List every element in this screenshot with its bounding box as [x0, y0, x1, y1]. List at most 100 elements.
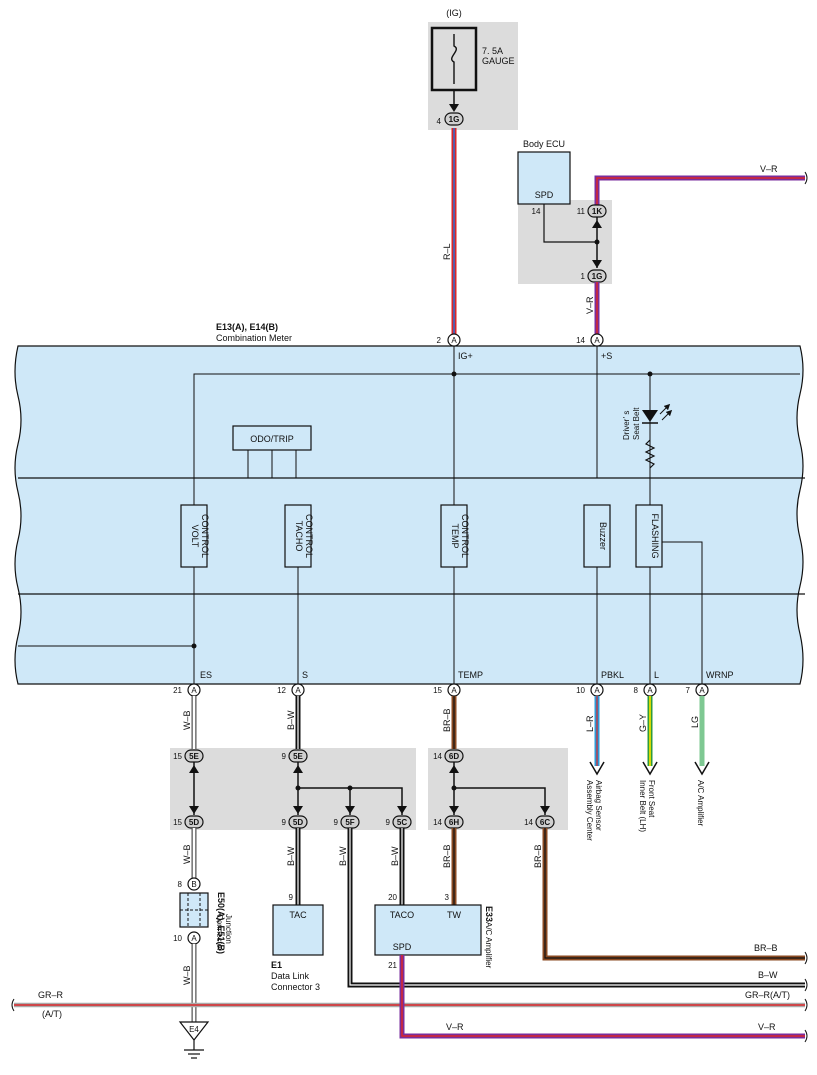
jc-ref: E50(A), E51(B)	[216, 892, 226, 954]
pin-conn: A	[594, 686, 600, 695]
connector-1k-label: 1K	[592, 207, 602, 216]
dest-airbag-2: Assembly Center	[585, 780, 594, 841]
wire-label-br-b-tw: BR–B	[442, 844, 452, 868]
ac-name: A/C Amplifier	[484, 922, 493, 969]
ac-tw: TW	[447, 910, 461, 920]
jc-connector-top	[187, 877, 201, 891]
splice-es	[191, 643, 197, 649]
break-icon	[11, 998, 15, 1012]
meter-terminal-s: +S	[601, 351, 612, 361]
tacho-control-label-2: CONTROL	[304, 514, 314, 558]
conn-5d-a: 5D	[189, 818, 199, 827]
ac-pin-taco: 20	[388, 893, 397, 902]
wire-label-b-w-5f: B–W	[338, 846, 348, 866]
dest-seat-2: Inner Belt (LH)	[638, 780, 647, 832]
break-icon	[804, 171, 808, 185]
meter-ref: E13(A), E14(B)	[216, 322, 278, 332]
connector-arrow-icon	[449, 806, 459, 814]
destination-arrow-icon	[694, 761, 710, 776]
dlc-name-2: Connector 3	[271, 982, 320, 992]
wire-label-br-b-right: BR–B	[754, 943, 778, 953]
tacho-control-label-1: TACHO	[294, 521, 304, 552]
led-icon	[642, 410, 658, 422]
fuse-pin: 4	[437, 117, 442, 126]
conn-6h: 6H	[449, 818, 459, 827]
pin-wrnp: 7	[686, 686, 691, 695]
buzzer-block	[583, 504, 611, 568]
break-icon	[804, 951, 808, 965]
conn-5e-b: 5E	[293, 752, 303, 761]
connector-arrow-icon	[397, 806, 407, 814]
break-icon	[804, 998, 808, 1012]
ac-amplifier	[374, 904, 482, 956]
wire-label-br-b-6c: BR–B	[533, 844, 543, 868]
splice	[295, 785, 301, 791]
pin-5f: 9	[334, 818, 339, 827]
wire-label-gr-r-at: GR–R(A/T)	[745, 990, 790, 1000]
splice	[347, 785, 353, 791]
wire-label-v-r-bottom-left: V–R	[446, 1022, 464, 1032]
temp-control-label-2: CONTROL	[460, 514, 470, 558]
wire-label-b-w-dlc: B–W	[286, 846, 296, 866]
conn-5c: 5C	[397, 818, 407, 827]
splice	[451, 785, 457, 791]
belt-label-2: Seat Belt	[632, 407, 641, 440]
conn-5e-a: 5E	[189, 752, 199, 761]
jc-pin-bot: 10	[173, 934, 182, 943]
wire-label-gr-r: GR–R	[38, 990, 64, 1000]
jc-conn-top: B	[191, 880, 196, 889]
wire-label-b-w-right: B–W	[758, 970, 778, 980]
pin-conn: A	[647, 686, 653, 695]
connector-arrow-icon	[345, 806, 355, 814]
pin-conn: A	[191, 686, 197, 695]
wire-label-v-r-bottom-right: V–R	[758, 1022, 776, 1032]
pin-pbkl: 10	[576, 686, 585, 695]
wire-label-v-r-top: V–R	[760, 164, 778, 174]
wire-label-at: (A/T)	[42, 1009, 62, 1019]
dlc-ref: E1	[271, 960, 282, 970]
conn-6d: 6D	[449, 752, 459, 761]
fuse-icon	[451, 34, 457, 84]
conn-5f: 5F	[345, 818, 354, 827]
body-ecu-spd-line	[543, 204, 597, 243]
pin-6d: 14	[433, 752, 442, 761]
body-ecu-pin: 14	[532, 207, 541, 216]
meter-pin-s: 14	[576, 336, 585, 345]
connector-arrow-icon	[449, 104, 459, 112]
temp-control-label-1: TEMP	[450, 523, 460, 548]
pin-conn: A	[451, 686, 457, 695]
meter-terminal-ig: IG+	[458, 351, 473, 361]
body-ecu-title: Body ECU	[523, 139, 565, 149]
dest-airbag-1: Airbag Sensor	[594, 780, 603, 831]
fuse-rating: 7. 5A	[482, 46, 503, 56]
jc-pin-top: 8	[178, 880, 183, 889]
pin-6h: 14	[433, 818, 442, 827]
wire-label-w-b-2: W–B	[182, 844, 192, 864]
pin-s: 12	[277, 686, 286, 695]
splice-ig	[451, 371, 457, 377]
meter-name: Combination Meter	[216, 333, 292, 343]
dlc-name-1: Data Link	[271, 971, 310, 981]
terminal-wrnp: WRNP	[706, 670, 734, 680]
pin-5d-a: 15	[173, 818, 182, 827]
destination-arrow-icon	[589, 761, 605, 776]
body-ecu-box	[517, 151, 571, 205]
wire-label-w-b-gnd: W–B	[182, 965, 192, 985]
wire-v-r-top	[594, 175, 805, 205]
wire-label-lg: LG	[690, 716, 700, 728]
connector-arrow-icon	[189, 806, 199, 814]
wire-label-br-b: BR–B	[442, 708, 452, 732]
dlc-pin: 9	[289, 893, 294, 902]
wire-label-g-y: G–Y	[638, 714, 648, 732]
meter-ig-bus	[193, 373, 800, 505]
wire-br-b-6c	[542, 828, 805, 961]
meter-bottom-pins: 21 A 12 A 15 A 10 A 8 A 7 A	[173, 683, 709, 697]
ac-pin-spd: 21	[388, 961, 397, 970]
connector-1g-label: 1G	[592, 272, 603, 281]
connector-arrow-icon	[189, 765, 199, 773]
wrnp-line	[662, 541, 703, 684]
conn-6c: 6C	[540, 818, 550, 827]
connector-arrow-icon	[592, 260, 602, 268]
pin-5e-a: 15	[173, 752, 182, 761]
